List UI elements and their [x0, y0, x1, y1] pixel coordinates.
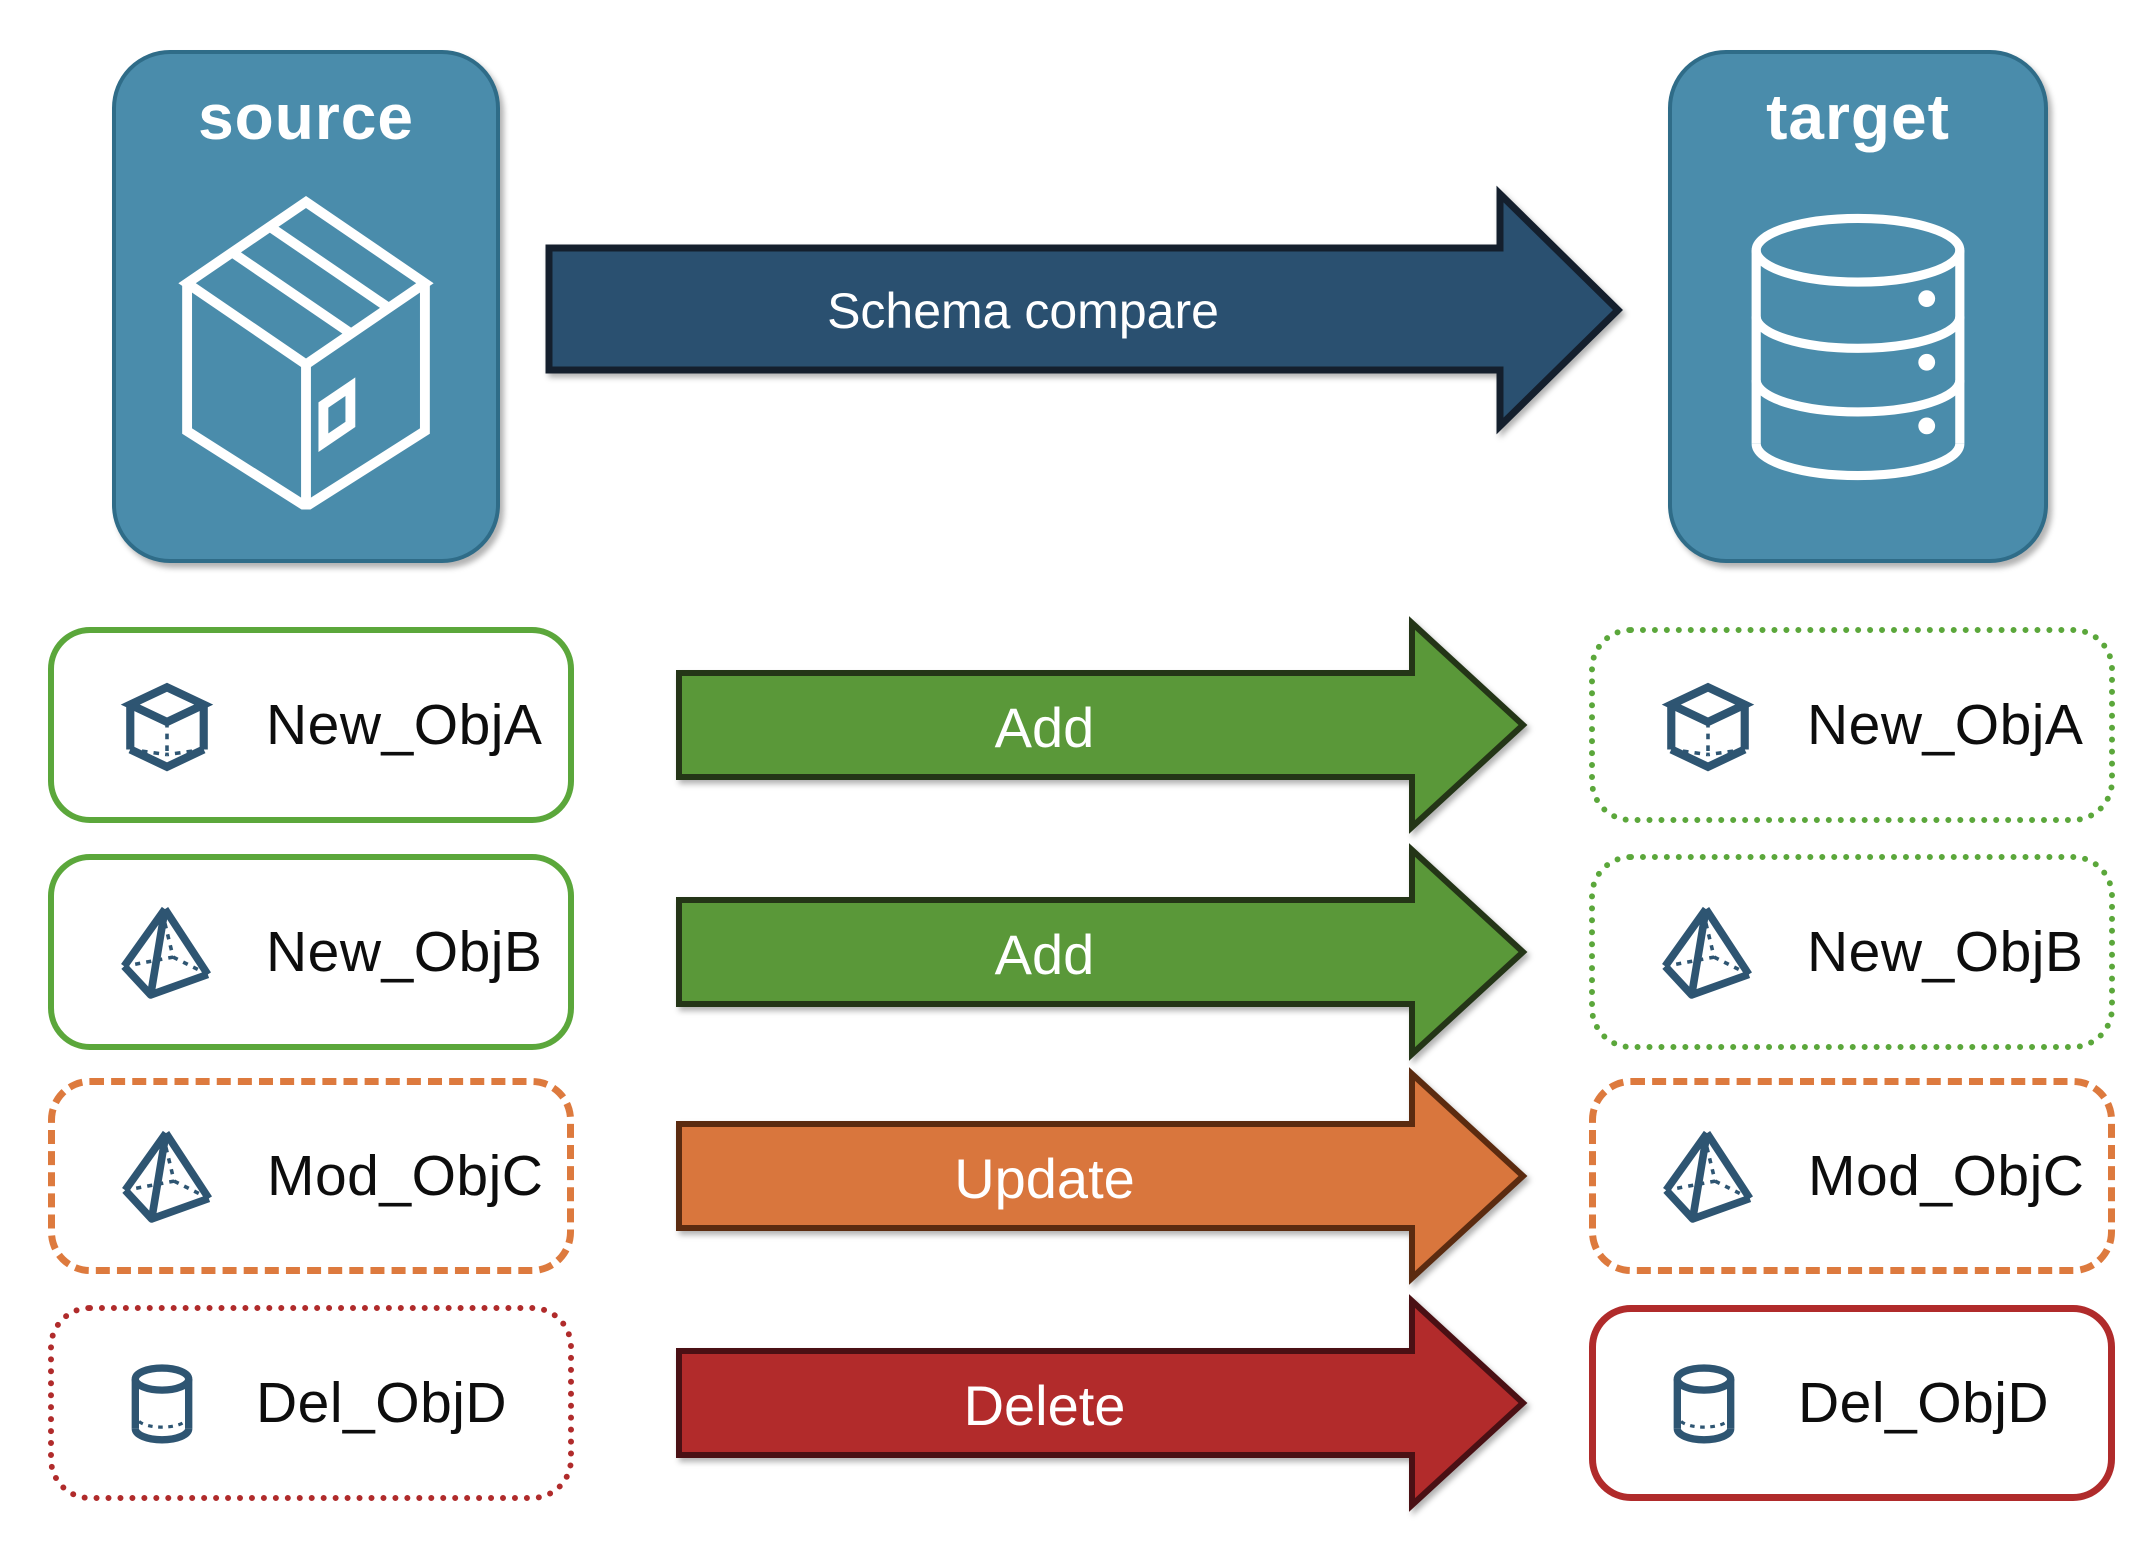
target-object-del-objd: Del_ObjD: [1589, 1305, 2115, 1501]
delete-arrow-label: Delete: [963, 1374, 1126, 1437]
delete-arrow-shape: [676, 1294, 1528, 1512]
delete-arrow: [676, 1294, 1528, 1512]
pyramid-icon: [122, 1130, 212, 1223]
source-node: source: [112, 50, 500, 563]
pyramid-icon: [121, 906, 211, 999]
cube-icon: [120, 682, 214, 772]
target-object-new-objb: New_ObjB: [1589, 854, 2115, 1050]
source-node-label: source: [198, 81, 414, 153]
cylinder-icon: [131, 1364, 193, 1444]
pyramid-icon: [1663, 1130, 1753, 1223]
update-arrow: [676, 1067, 1528, 1285]
update-arrow-label: Update: [954, 1147, 1135, 1210]
schema-compare-arrow-label: Schema compare: [827, 283, 1219, 339]
add-arrow-shape: [676, 843, 1528, 1061]
package-icon: [178, 195, 434, 510]
pyramid-icon: [1662, 906, 1752, 999]
database-icon: [1751, 213, 1965, 480]
add-arrow-label: Add: [994, 696, 1095, 759]
source-object-del-objd: Del_ObjD: [48, 1305, 574, 1501]
target-node: target: [1668, 50, 2048, 563]
object-name: New_ObjA: [266, 693, 543, 757]
target-object-mod-objc: Mod_ObjC: [1589, 1078, 2115, 1274]
add-arrow-row1: [676, 616, 1528, 834]
update-arrow-shape: [676, 1067, 1528, 1285]
source-object-new-obja: New_ObjA: [48, 627, 574, 823]
object-name: Del_ObjD: [256, 1371, 508, 1435]
target-object-new-obja: New_ObjA: [1589, 627, 2115, 823]
target-node-label: target: [1766, 81, 1950, 153]
object-name: New_ObjA: [1807, 693, 2084, 757]
schema-compare-arrow: [545, 185, 1623, 435]
object-name: Mod_ObjC: [1808, 1144, 2085, 1208]
cylinder-icon: [1673, 1364, 1735, 1444]
object-name: Del_ObjD: [1798, 1371, 2050, 1435]
source-object-new-objb: New_ObjB: [48, 854, 574, 1050]
source-object-mod-objc: Mod_ObjC: [48, 1078, 574, 1274]
add-arrow-row2: [676, 843, 1528, 1061]
add-arrow-shape: [676, 616, 1528, 834]
object-name: Mod_ObjC: [267, 1144, 544, 1208]
schema-compare-arrow-shape: [545, 185, 1623, 435]
object-name: New_ObjB: [266, 920, 543, 984]
add-arrow-label: Add: [994, 923, 1095, 986]
cube-icon: [1661, 682, 1755, 772]
object-name: New_ObjB: [1807, 920, 2084, 984]
